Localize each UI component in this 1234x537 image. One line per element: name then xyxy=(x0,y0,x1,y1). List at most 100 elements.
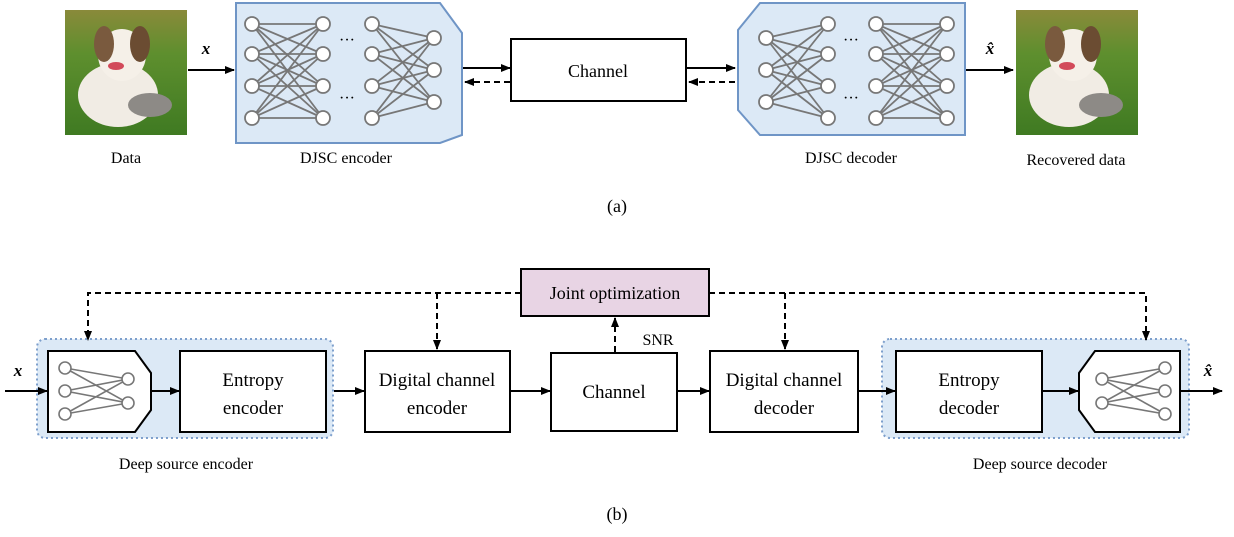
network-node xyxy=(820,46,836,62)
ellipsis-label: ··· xyxy=(843,32,859,49)
network-node xyxy=(121,396,135,410)
entropy-decoder-label-2: decoder xyxy=(939,398,1000,419)
input-symbol-b: x xyxy=(13,361,23,380)
network-edge xyxy=(371,69,435,119)
network-node xyxy=(868,110,884,126)
output-symbol-b: x̂ xyxy=(1203,361,1213,380)
network-edge xyxy=(875,23,948,87)
network-edge xyxy=(875,85,948,119)
ellipsis-label: ··· xyxy=(339,32,355,49)
network-edge xyxy=(371,37,435,55)
network-node xyxy=(244,78,260,94)
channel-label-a: Channel xyxy=(568,61,628,81)
network-edge xyxy=(875,23,948,119)
network-node xyxy=(1158,361,1172,375)
network-node xyxy=(868,16,884,32)
network-node xyxy=(939,46,955,62)
network-edge xyxy=(371,101,435,119)
network-node xyxy=(58,384,72,398)
network-edge xyxy=(64,378,129,415)
network-edge xyxy=(765,23,829,71)
entropy-encoder-block xyxy=(179,350,327,433)
network-node xyxy=(315,110,331,126)
network-node xyxy=(820,110,836,126)
entropy-encoder-label-1: Entropy xyxy=(222,370,284,391)
network-node xyxy=(364,46,380,62)
recovered-dog-image xyxy=(1016,10,1138,135)
network-node xyxy=(1095,396,1109,410)
digital-channel-decoder-block xyxy=(709,350,859,433)
network-edge xyxy=(1101,367,1166,380)
decoder-network-icon: ··· ··· xyxy=(758,16,955,126)
network-node xyxy=(426,94,442,110)
ellipsis-label: ··· xyxy=(843,90,859,107)
network-edge xyxy=(765,23,829,103)
network-edge xyxy=(251,53,324,119)
network-node xyxy=(939,16,955,32)
input-symbol-a: x xyxy=(201,39,211,58)
decoder-label: DJSC decoder xyxy=(805,150,898,167)
caption-a: (a) xyxy=(607,196,627,217)
network-node xyxy=(58,361,72,375)
network-node xyxy=(364,16,380,32)
network-edge xyxy=(251,23,324,55)
nn-decoder-icon xyxy=(1095,361,1172,421)
digital-channel-encoder-label-2: encoder xyxy=(407,398,468,419)
network-edge xyxy=(371,23,435,71)
joint-to-source-decoder-line xyxy=(709,292,1150,341)
network-node xyxy=(315,46,331,62)
network-node xyxy=(315,78,331,94)
network-edge xyxy=(251,23,324,87)
digital-channel-decoder-label-1: Digital channel xyxy=(726,370,843,391)
digital-channel-decoder-label-2: decoder xyxy=(754,398,815,419)
channel-label-b: Channel xyxy=(582,382,645,403)
digital-channel-encoder-block xyxy=(364,350,511,433)
snr-label: SNR xyxy=(642,332,673,349)
network-node xyxy=(820,16,836,32)
network-node xyxy=(121,372,135,386)
recovered-label: Recovered data xyxy=(1026,152,1125,169)
encoder-network-icon: ··· ··· xyxy=(244,16,442,126)
network-edge xyxy=(1101,390,1166,404)
digital-channel-encoder-label-1: Digital channel xyxy=(379,370,496,391)
network-node xyxy=(244,46,260,62)
network-edge xyxy=(64,378,129,392)
network-edge xyxy=(765,101,829,119)
network-edge xyxy=(251,85,324,119)
network-node xyxy=(315,16,331,32)
joint-to-source-encoder-line xyxy=(84,292,521,341)
network-node xyxy=(426,62,442,78)
djsc-encoder-block xyxy=(235,1,463,144)
network-node xyxy=(426,30,442,46)
nn-encoder-icon xyxy=(58,361,135,421)
network-edge xyxy=(1101,402,1166,415)
entropy-encoder-label-2: encoder xyxy=(223,398,284,419)
ellipsis-label: ··· xyxy=(339,90,355,107)
network-edge xyxy=(765,23,829,39)
djsc-decoder-block xyxy=(737,2,966,136)
network-node xyxy=(364,78,380,94)
network-node xyxy=(758,30,774,46)
joint-optimization-label: Joint optimization xyxy=(550,283,681,303)
network-edge xyxy=(371,23,435,39)
network-node xyxy=(1158,407,1172,421)
entropy-decoder-block xyxy=(895,350,1043,433)
network-edge xyxy=(765,85,829,103)
network-node xyxy=(1158,384,1172,398)
network-edge xyxy=(875,53,948,119)
network-node xyxy=(1095,372,1109,386)
network-edge xyxy=(64,367,129,380)
network-node xyxy=(939,110,955,126)
network-node xyxy=(364,110,380,126)
network-node xyxy=(820,78,836,94)
output-symbol-a: x̂ xyxy=(985,39,995,58)
channel-block-a xyxy=(510,38,687,102)
network-edge xyxy=(251,23,324,119)
source-encoder-label: Deep source encoder xyxy=(119,456,254,473)
network-edge xyxy=(1101,367,1166,404)
network-edge xyxy=(371,37,435,119)
network-node xyxy=(868,46,884,62)
caption-b: (b) xyxy=(607,504,628,525)
